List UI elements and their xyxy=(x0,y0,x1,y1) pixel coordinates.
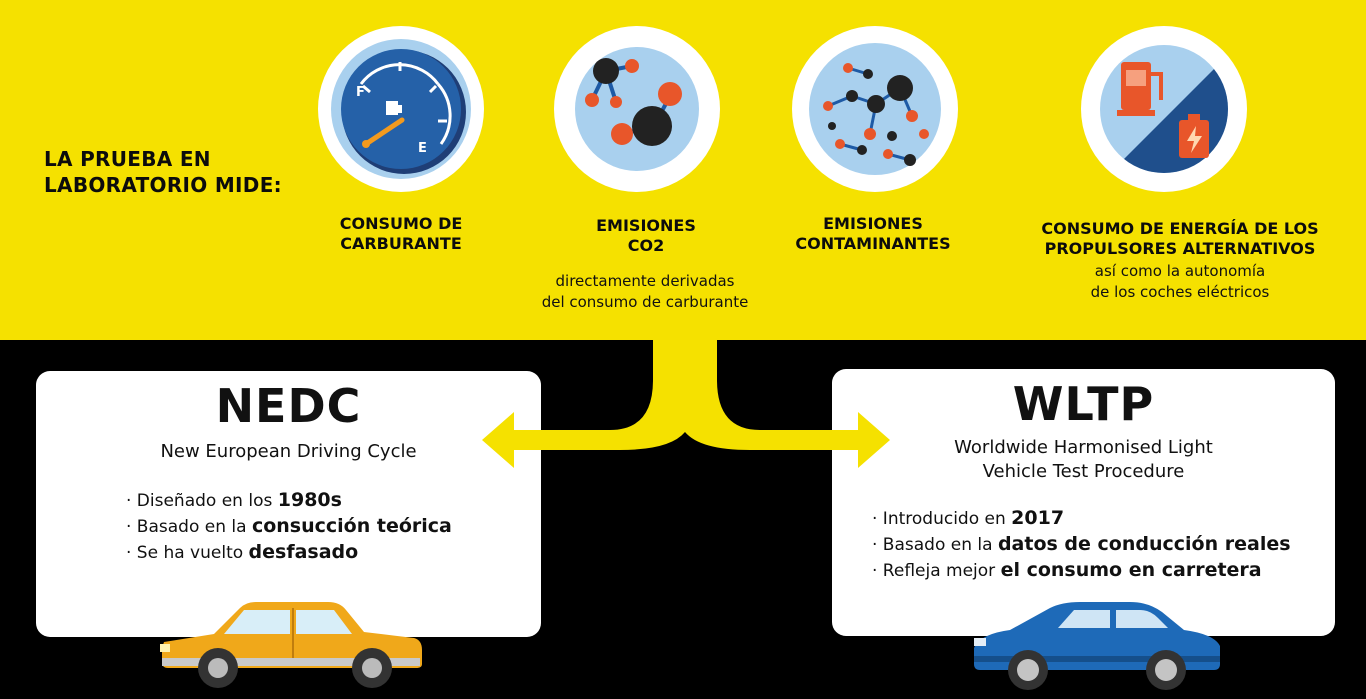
bullet-bold: consucción teórica xyxy=(251,515,452,537)
bullet-text: · Se ha vuelto xyxy=(126,543,249,563)
label-line: CONSUMO DE ENERGÍA DE LOS xyxy=(1041,219,1319,238)
pollutant-molecules-icon xyxy=(809,43,941,175)
bullet-bold: desfasado xyxy=(248,541,359,563)
svg-text:F: F xyxy=(356,85,365,100)
label-line: CO2 xyxy=(627,236,665,255)
headline-line-2: LABORATORIO MIDE: xyxy=(44,173,282,197)
fuel-gauge-circle: F E xyxy=(318,26,484,192)
wltp-subtitle: Worldwide Harmonised Light Vehicle Test … xyxy=(832,436,1335,484)
fuel-consumption-label: CONSUMO DE CARBURANTE xyxy=(318,214,484,254)
wltp-bullet: · Refleja mejor el consumo en carretera xyxy=(872,558,1291,584)
co2-molecule-icon xyxy=(575,47,699,171)
bullet-text: · Basado en la xyxy=(872,535,998,555)
label-line: CARBURANTE xyxy=(340,234,462,253)
note-line: así como la autonomía xyxy=(1094,262,1266,280)
label-line: EMISIONES xyxy=(596,216,696,235)
bullet-text: · Basado en la xyxy=(126,517,252,537)
bullet-text: · Diseñado en los xyxy=(126,491,278,511)
bullet-bold: 2017 xyxy=(1011,507,1065,529)
bullet-bold: el consumo en carretera xyxy=(1000,559,1262,581)
nedc-bullet: · Se ha vuelto desfasado xyxy=(126,540,452,566)
label-line: CONTAMINANTES xyxy=(795,234,951,253)
wltp-bullets: · Introducido en 2017 · Basado en la dat… xyxy=(872,506,1291,584)
pollutants-circle xyxy=(792,26,958,192)
fuel-pump-and-battery-icon xyxy=(1100,45,1228,173)
headline-line-1: LA PRUEBA EN xyxy=(44,147,211,171)
subtitle-line: New European Driving Cycle xyxy=(160,441,417,462)
nedc-subtitle: New European Driving Cycle xyxy=(36,440,541,464)
label-line: PROPULSORES ALTERNATIVOS xyxy=(1044,239,1316,258)
fuel-gauge-icon: F E xyxy=(331,39,471,179)
wltp-title: WLTP xyxy=(1012,377,1155,431)
label-line: CONSUMO DE xyxy=(339,214,463,233)
nedc-bullets: · Diseñado en los 1980s · Basado en la c… xyxy=(126,488,452,566)
co2-emissions-label: EMISIONES CO2 xyxy=(554,216,738,256)
co2-emissions-note: directamente derivadas del consumo de ca… xyxy=(520,271,770,313)
headline: LA PRUEBA EN LABORATORIO MIDE: xyxy=(44,146,282,198)
note-line: de los coches eléctricos xyxy=(1090,283,1270,301)
alternative-energy-note: así como la autonomía de los coches eléc… xyxy=(1040,261,1320,303)
nedc-title: NEDC xyxy=(215,379,362,433)
bullet-text: · Refleja mejor xyxy=(872,561,1001,581)
alternative-energy-label: CONSUMO DE ENERGÍA DE LOS PROPULSORES AL… xyxy=(1030,219,1330,259)
subtitle-line: Worldwide Harmonised Light xyxy=(954,437,1213,458)
split-arrow-connector xyxy=(482,340,890,468)
wltp-card: WLTP Worldwide Harmonised Light Vehicle … xyxy=(832,369,1335,636)
co2-circle xyxy=(554,26,720,192)
yellow-sedan-icon xyxy=(160,602,422,688)
bullet-bold: 1980s xyxy=(277,489,342,511)
subtitle-line: Vehicle Test Procedure xyxy=(982,461,1185,482)
bullet-text: · Introducido en xyxy=(872,509,1012,529)
blue-sedan-icon xyxy=(974,602,1220,690)
alternative-energy-circle xyxy=(1081,26,1247,192)
label-line: EMISIONES xyxy=(823,214,923,233)
note-line: directamente derivadas xyxy=(555,272,735,290)
note-line: del consumo de carburante xyxy=(541,293,749,311)
wltp-bullet: · Basado en la datos de conducción reale… xyxy=(872,532,1291,558)
bullet-bold: datos de conducción reales xyxy=(997,533,1291,555)
nedc-bullet: · Diseñado en los 1980s xyxy=(126,488,452,514)
wltp-bullet: · Introducido en 2017 xyxy=(872,506,1291,532)
nedc-card: NEDC New European Driving Cycle · Diseña… xyxy=(36,371,541,637)
svg-text:E: E xyxy=(418,141,427,156)
pollutant-emissions-label: EMISIONES CONTAMINANTES xyxy=(780,214,966,254)
nedc-bullet: · Basado en la consucción teórica xyxy=(126,514,452,540)
